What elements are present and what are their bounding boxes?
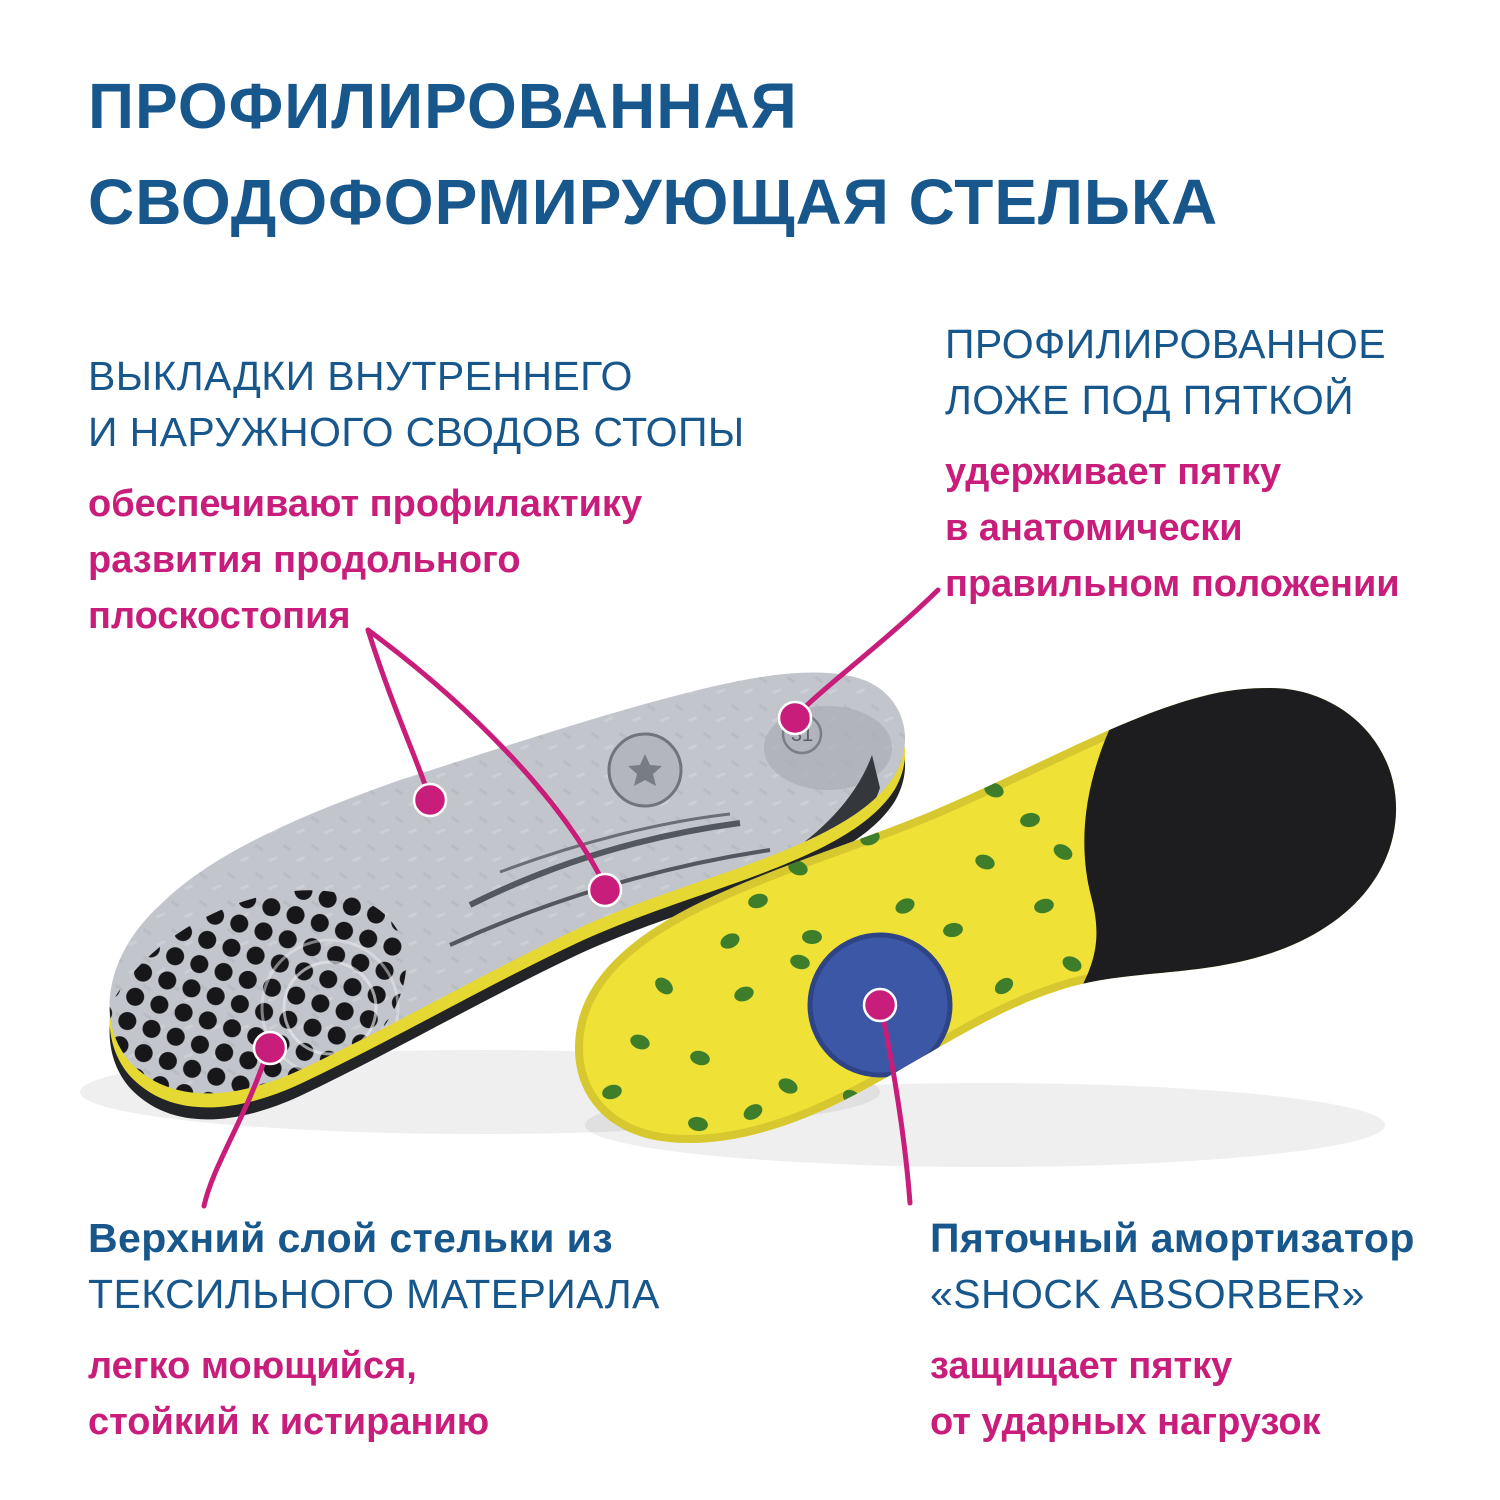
callout-heel-seat-body-line-3: правильном положении (945, 563, 1400, 605)
callout-heel-seat-heading-line-2: ЛОЖЕ ПОД ПЯТКОЙ (945, 377, 1355, 423)
callout-arch-body: обеспечивают профилактику развития продо… (88, 476, 745, 644)
callout-textile-layer: Верхний слой стельки из ТЕКСИЛЬНОГО МАТЕ… (88, 1210, 660, 1450)
callout-heel-seat-body-line-2: в анатомически (945, 507, 1243, 549)
callout-textile-body: легко моющийся, стойкий к истиранию (88, 1338, 660, 1450)
callout-arch-heading: ВЫКЛАДКИ ВНУТРЕННЕГО И НАРУЖНОГО СВОДОВ … (88, 348, 745, 460)
callout-heel-seat-heading: ПРОФИЛИРОВАННОЕ ЛОЖЕ ПОД ПЯТКОЙ (945, 316, 1400, 428)
callout-textile-heading-line-1: Верхний слой стельки из (88, 1215, 614, 1261)
page-title: ПРОФИЛИРОВАННАЯ СВОДОФОРМИРУЮЩАЯ СТЕЛЬКА (88, 58, 1218, 250)
dot-heel-seat (777, 700, 813, 736)
line-heel-seat (795, 587, 941, 717)
callout-shock-absorber: Пяточный амортизатор «SHOCK ABSORBER» за… (930, 1210, 1415, 1450)
line-arch-inner (365, 627, 431, 796)
callout-textile-heading-line-2: ТЕКСИЛЬНОГО МАТЕРИАЛА (88, 1271, 660, 1317)
brand-stamp-icon (607, 732, 683, 808)
callout-shock-body: защищает пятку от ударных нагрузок (930, 1338, 1415, 1450)
callout-arch-body-line-3: плоскостопия (88, 595, 351, 637)
callout-arch-heading-line-2: И НАРУЖНОГО СВОДОВ СТОПЫ (88, 409, 745, 455)
dot-textile (252, 1030, 288, 1066)
callout-textile-heading: Верхний слой стельки из ТЕКСИЛЬНОГО МАТЕ… (88, 1210, 660, 1322)
callout-heel-seat-body: удерживает пятку в анатомически правильн… (945, 444, 1400, 612)
callout-shock-heading-line-2: «SHOCK ABSORBER» (930, 1271, 1365, 1317)
callout-textile-body-line-1: легко моющийся, (88, 1345, 417, 1387)
callout-shock-heading: Пяточный амортизатор «SHOCK ABSORBER» (930, 1210, 1415, 1322)
callout-shock-body-line-1: защищает пятку (930, 1345, 1233, 1387)
callout-arch-body-line-1: обеспечивают профилактику (88, 483, 643, 525)
callout-arch-heading-line-1: ВЫКЛАДКИ ВНУТРЕННЕГО (88, 353, 633, 399)
dot-arch-outer (587, 872, 623, 908)
callout-shock-body-line-2: от ударных нагрузок (930, 1401, 1321, 1443)
callout-arch-supports: ВЫКЛАДКИ ВНУТРЕННЕГО И НАРУЖНОГО СВОДОВ … (88, 348, 745, 644)
dot-shock-absorber (862, 987, 898, 1023)
title-line-2: СВОДОФОРМИРУЮЩАЯ СТЕЛЬКА (88, 166, 1219, 238)
callout-shock-heading-line-1: Пяточный амортизатор (930, 1215, 1415, 1261)
callout-heel-seat-body-line-1: удерживает пятку (945, 451, 1282, 493)
callout-textile-body-line-2: стойкий к истиранию (88, 1401, 490, 1443)
forefoot-black-cap (1080, 688, 1397, 990)
callout-lines (201, 587, 941, 1209)
insole-top-view: 31 (109, 672, 906, 1120)
dot-arch-inner (412, 782, 448, 818)
callout-heel-seat: ПРОФИЛИРОВАННОЕ ЛОЖЕ ПОД ПЯТКОЙ удержива… (945, 316, 1400, 612)
callout-arch-body-line-2: развития продольного (88, 539, 521, 581)
line-shock-absorber (878, 1004, 913, 1206)
line-textile (201, 1047, 271, 1209)
title-line-1: ПРОФИЛИРОВАННАЯ (88, 70, 798, 142)
line-arch-outer (365, 627, 606, 885)
callout-heel-seat-heading-line-1: ПРОФИЛИРОВАННОЕ (945, 321, 1386, 367)
callout-dots (252, 700, 898, 1066)
